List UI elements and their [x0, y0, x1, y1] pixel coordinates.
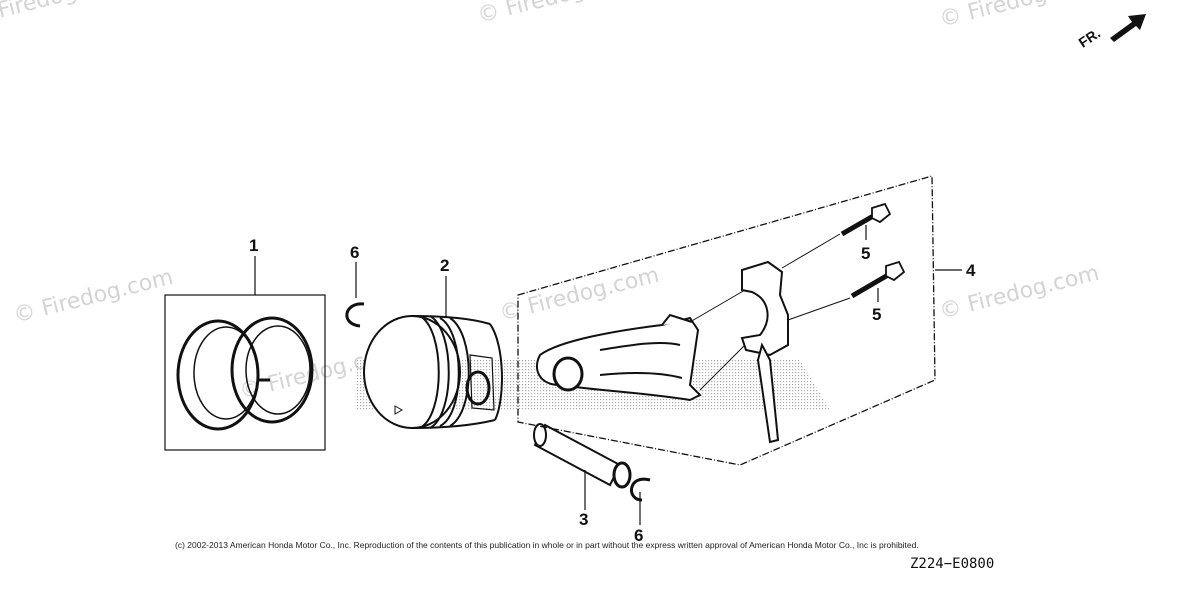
piston: [363, 315, 503, 429]
pin-clip-left: [345, 302, 365, 328]
connecting-rod: [535, 313, 702, 402]
connecting-rod-box: [517, 175, 936, 466]
callout-5-lower: 5: [872, 305, 882, 324]
callout-6-right: 6: [634, 526, 644, 545]
piston-pin: [533, 423, 632, 489]
rod-bolt-upper: [840, 202, 892, 237]
rod-bolt-lower: [850, 260, 906, 299]
callout-5-upper: 5: [861, 244, 871, 263]
callout-4: 4: [966, 261, 976, 280]
drawing-code: Z224−E0800: [910, 556, 995, 572]
rod-cap: [740, 260, 789, 444]
callout-1: 1: [249, 236, 259, 255]
callout-3: 3: [579, 510, 589, 529]
callout-6-left: 6: [350, 243, 360, 262]
leader-lines: [254, 225, 962, 525]
piston-ring-set: [164, 294, 326, 451]
callout-2: 2: [440, 256, 450, 275]
assembly-lines: [689, 233, 851, 391]
pin-clip-right: [630, 477, 651, 502]
front-arrow-icon: [1110, 14, 1146, 42]
copyright-notice: (c) 2002-2013 American Honda Motor Co., …: [175, 540, 919, 550]
